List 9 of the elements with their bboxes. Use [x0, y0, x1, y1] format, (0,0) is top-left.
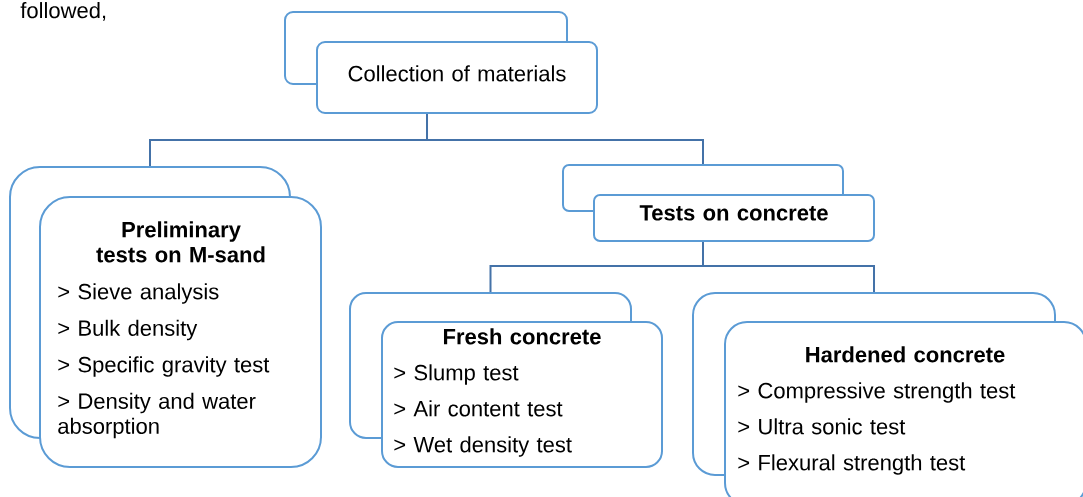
stacked-box: Tests on concrete [562, 164, 875, 242]
stacked-box: Collection of materials [284, 11, 598, 114]
node-label: > Wet density test [394, 436, 572, 457]
stacked-box: Preliminary tests on M-sand > Sieve analysis > Bulk density > Specific gravity test > Density and water absorption [9, 166, 322, 468]
stacked-box: Hardened concrete > Compressive strength test > Ultra sonic test > Flexural strength test [692, 292, 1083, 497]
connector-line [702, 241, 875, 293]
text-fragment: followed, [20, 2, 106, 21]
stacked-box: Fresh concrete > Slump test > Air content test > Wet density test [349, 292, 663, 468]
connector-line [426, 113, 704, 165]
